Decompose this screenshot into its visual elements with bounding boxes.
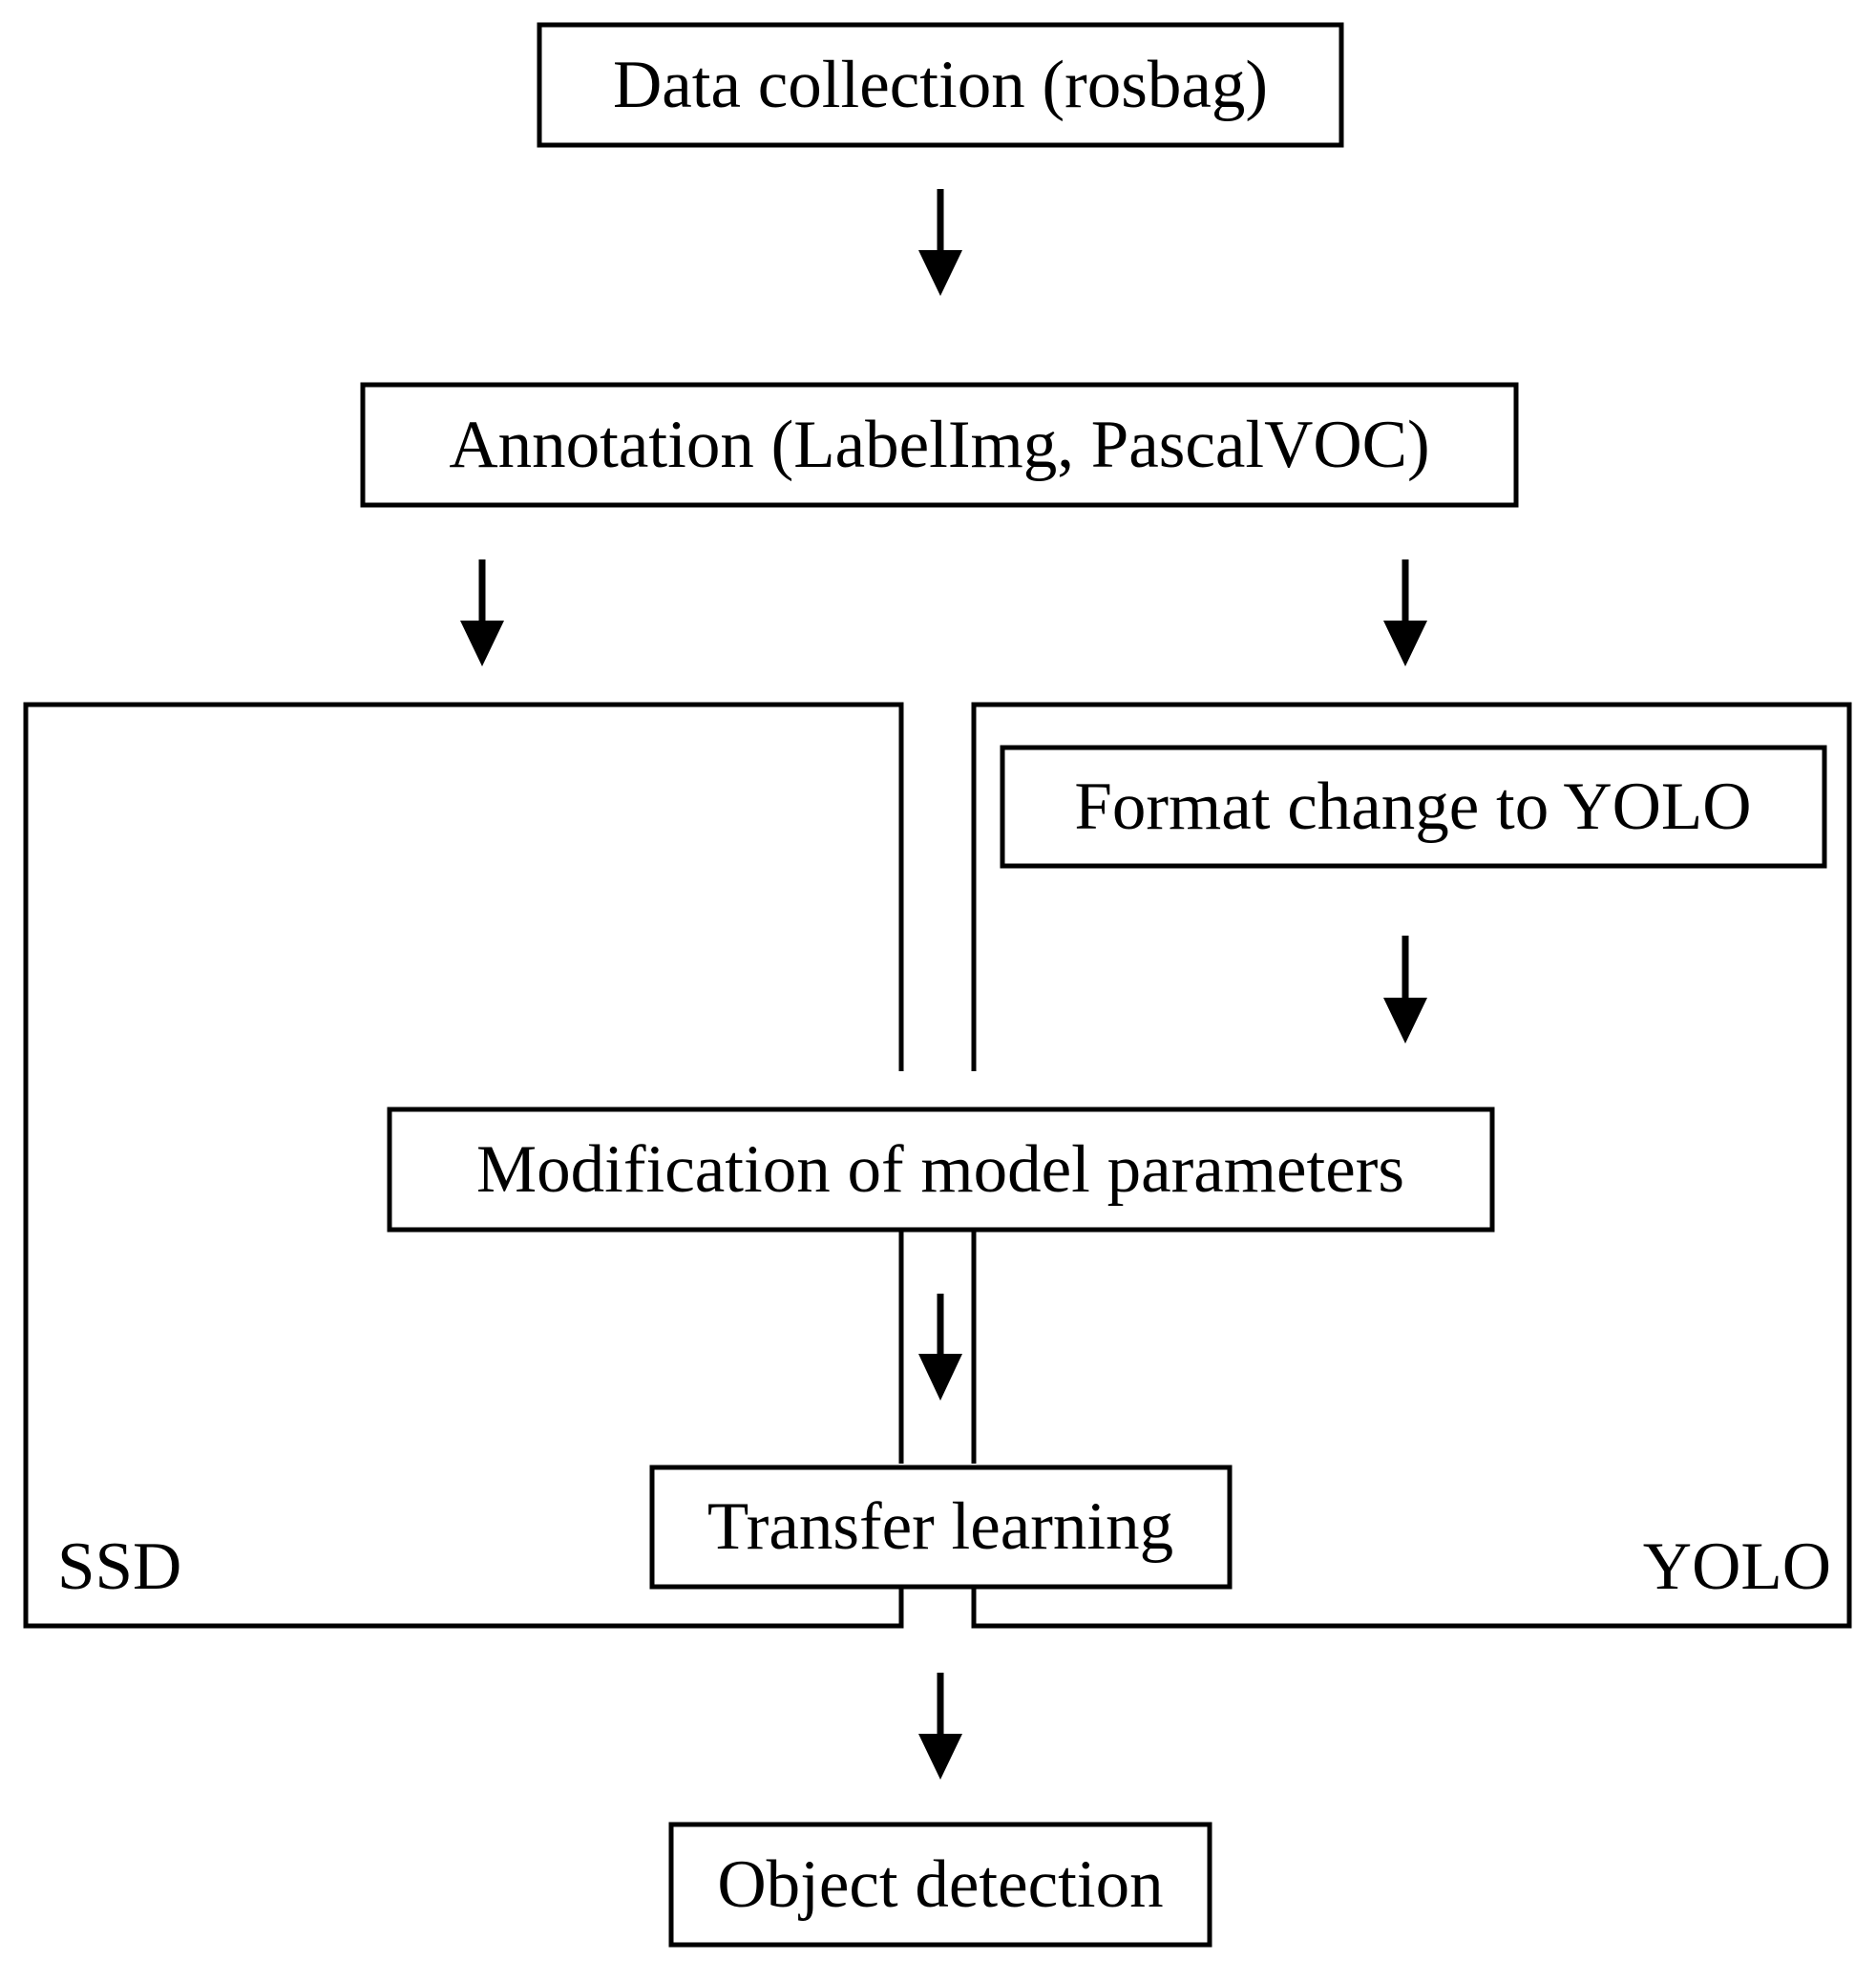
annotation-box bbox=[360, 382, 1519, 508]
ssd-group-panel bbox=[23, 702, 904, 1629]
arrow-down-icon bbox=[1383, 559, 1427, 666]
ssd-group-label: SSD bbox=[57, 1529, 181, 1604]
arrow-down-icon bbox=[460, 559, 504, 666]
arrow-down-icon bbox=[1383, 936, 1427, 1044]
object-detection-label: Object detection bbox=[717, 1847, 1163, 1922]
format-change-box bbox=[1000, 745, 1827, 869]
modification-box bbox=[387, 1107, 1495, 1233]
object-detection-box bbox=[668, 1822, 1212, 1948]
yolo-group-panel bbox=[971, 702, 1852, 1629]
arrow-down-icon bbox=[918, 1673, 962, 1780]
annotation-label: Annotation (LabelImg, PascalVOC) bbox=[449, 408, 1429, 482]
transfer-learning-label: Transfer learning bbox=[707, 1489, 1173, 1564]
yolo-group-label: YOLO bbox=[1643, 1529, 1831, 1604]
transfer-learning-box bbox=[649, 1465, 1233, 1590]
arrow-down-icon bbox=[918, 189, 962, 296]
data-collection-box bbox=[537, 22, 1344, 148]
format-change-label: Format change to YOLO bbox=[1074, 770, 1751, 844]
arrow-down-icon bbox=[918, 1294, 962, 1401]
modification-label: Modification of model parameters bbox=[476, 1132, 1404, 1207]
data-collection-label: Data collection (rosbag) bbox=[613, 48, 1268, 122]
